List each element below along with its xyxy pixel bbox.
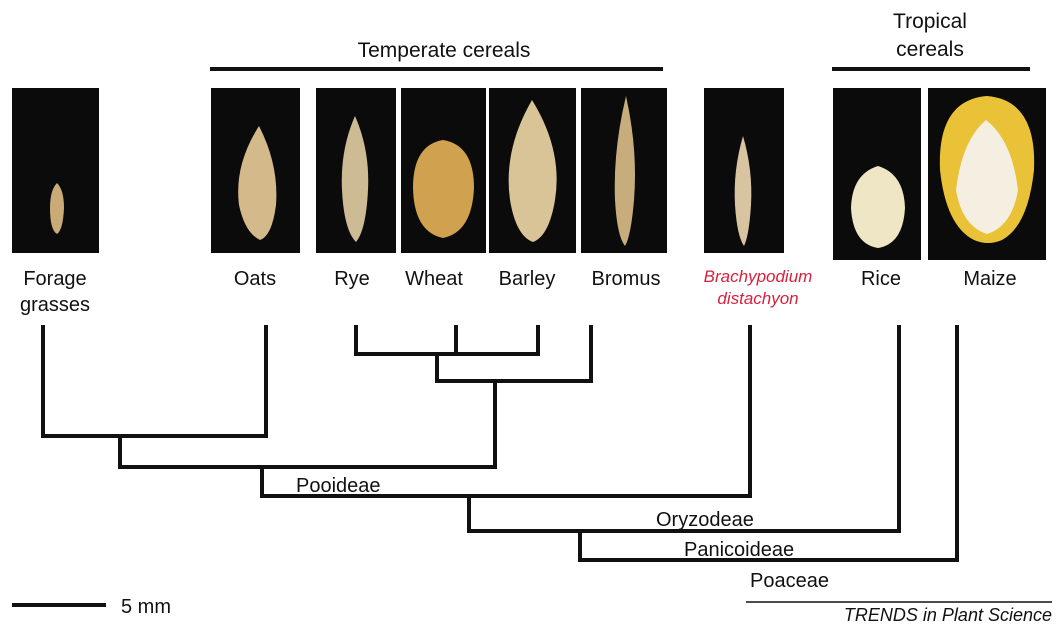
clade-label-oryzodeae: Oryzodeae	[656, 509, 754, 531]
branch-pooideae-core	[120, 381, 495, 467]
phylogenetic-tree	[43, 327, 957, 560]
clade-label-poaceae: Poaceae	[750, 570, 829, 592]
source-credit: TRENDS in Plant Science	[844, 605, 1052, 625]
label-brachypodium-line1: Brachypodium	[704, 267, 813, 286]
photo-maize	[928, 88, 1046, 260]
photo-bromus	[581, 88, 667, 253]
photo-forage-grasses	[12, 88, 99, 253]
tropical-cereals-label-line2: cereals	[896, 38, 964, 61]
scale-bar-label: 5 mm	[121, 596, 171, 618]
photo-wheat	[401, 88, 486, 253]
label-brachypodium-line2: distachyon	[717, 289, 798, 308]
label-maize: Maize	[963, 268, 1016, 290]
temperate-cereals-label: Temperate cereals	[358, 39, 531, 62]
photo-barley	[489, 88, 576, 253]
label-rye: Rye	[334, 268, 370, 290]
label-forage-grasses-line2: grasses	[20, 294, 90, 316]
label-wheat: Wheat	[405, 268, 463, 290]
label-oats: Oats	[234, 268, 276, 290]
label-rice: Rice	[861, 268, 901, 290]
photo-oats	[211, 88, 300, 253]
branch-forage-oats	[43, 327, 266, 436]
tropical-cereals-label-line1: Tropical	[893, 10, 967, 33]
label-forage-grasses-line1: Forage	[23, 268, 86, 290]
label-barley: Barley	[499, 268, 556, 290]
clade-label-pooideae: Pooideae	[296, 475, 381, 497]
label-bromus: Bromus	[592, 268, 661, 290]
branch-rye-wheat-barley	[356, 327, 538, 354]
photo-rye	[316, 88, 396, 253]
branch-oryzodeae	[469, 327, 899, 531]
photo-rice	[833, 88, 921, 260]
clade-label-panicoideae: Panicoideae	[684, 539, 794, 561]
photo-brachypodium	[704, 88, 784, 253]
